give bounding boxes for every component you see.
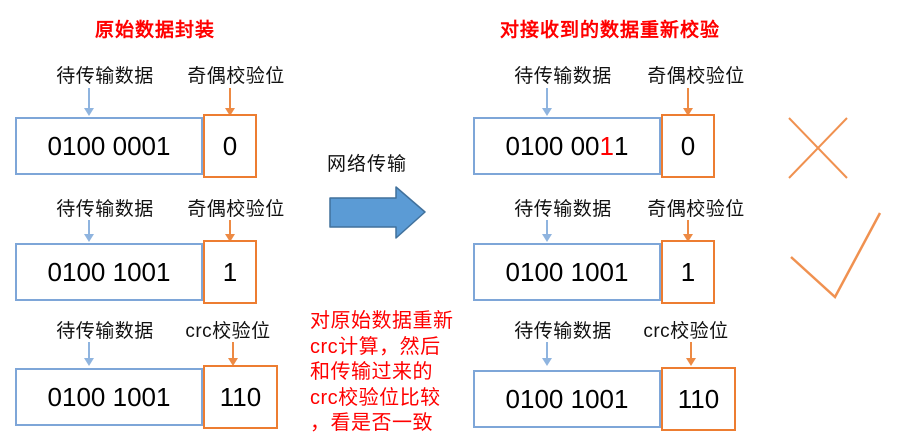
crc-note-line: 对原始数据重新: [310, 310, 454, 332]
data-bits-ok: 1: [613, 130, 629, 161]
crc-field-label: crc校验位: [185, 321, 271, 342]
data-bits-cell: 0100 1001: [473, 243, 661, 301]
crc-field-label: crc校验位: [643, 321, 729, 342]
check-mark-icon: [790, 212, 882, 300]
down-arrow-orange-icon: [228, 342, 238, 366]
big-right-arrow-icon: [329, 186, 426, 239]
crc-bits-cell: 110: [661, 367, 736, 431]
crc-note: 对原始数据重新 crc计算，然后 和传输过来的 crc校验位比较 ，看是否一致: [310, 309, 454, 437]
data-field-label: 待传输数据: [514, 199, 612, 220]
crc-note-line: crc校验位比较: [310, 386, 441, 409]
down-arrow-orange-icon: [683, 88, 693, 116]
parity-bit-cell: 0: [203, 114, 257, 178]
parity-bit-cell: 1: [661, 240, 715, 304]
down-arrow-blue-icon: [84, 220, 94, 242]
parity-field-label: 奇偶校验位: [187, 199, 285, 220]
down-arrow-orange-icon: [225, 88, 235, 116]
down-arrow-blue-icon: [542, 342, 552, 366]
data-field-label: 待传输数据: [56, 321, 154, 342]
network-transfer-label: 网络传输: [327, 154, 408, 175]
down-arrow-blue-icon: [84, 88, 94, 116]
parity-bit-cell: 1: [203, 240, 257, 304]
right-panel-title: 对接收到的数据重新校验: [499, 20, 720, 41]
crc-note-line: 和传输过来的: [310, 361, 433, 383]
parity-field-label: 奇偶校验位: [647, 66, 745, 87]
flipped-bit: 1: [599, 130, 614, 161]
crc-bits-cell: 110: [203, 365, 278, 429]
crc-note-line: ，看是否一致: [310, 412, 433, 434]
data-bits-cell: 0100 1001: [15, 243, 203, 301]
down-arrow-blue-icon: [542, 88, 552, 116]
down-arrow-orange-icon: [225, 220, 235, 242]
down-arrow-orange-icon: [686, 342, 696, 366]
left-panel-title: 原始数据封装: [94, 20, 215, 41]
data-field-label: 待传输数据: [514, 321, 612, 342]
data-field-label: 待传输数据: [514, 66, 612, 87]
down-arrow-orange-icon: [683, 220, 693, 242]
down-arrow-blue-icon: [542, 220, 552, 242]
data-bits-cell: 0100 1001: [15, 368, 203, 426]
data-bits-ok: 0100 00: [505, 130, 600, 161]
data-field-label: 待传输数据: [56, 199, 154, 220]
data-bits-cell: 0100 1001: [473, 370, 661, 428]
parity-field-label: 奇偶校验位: [647, 199, 745, 220]
parity-bit-cell: 0: [661, 114, 715, 178]
parity-field-label: 奇偶校验位: [187, 66, 285, 87]
cross-mark-icon: [788, 117, 848, 179]
data-bits-cell: 0100 0001: [15, 117, 203, 175]
down-arrow-blue-icon: [84, 342, 94, 366]
crc-note-line: crc计算，然后: [310, 335, 441, 358]
data-field-label: 待传输数据: [56, 66, 154, 87]
